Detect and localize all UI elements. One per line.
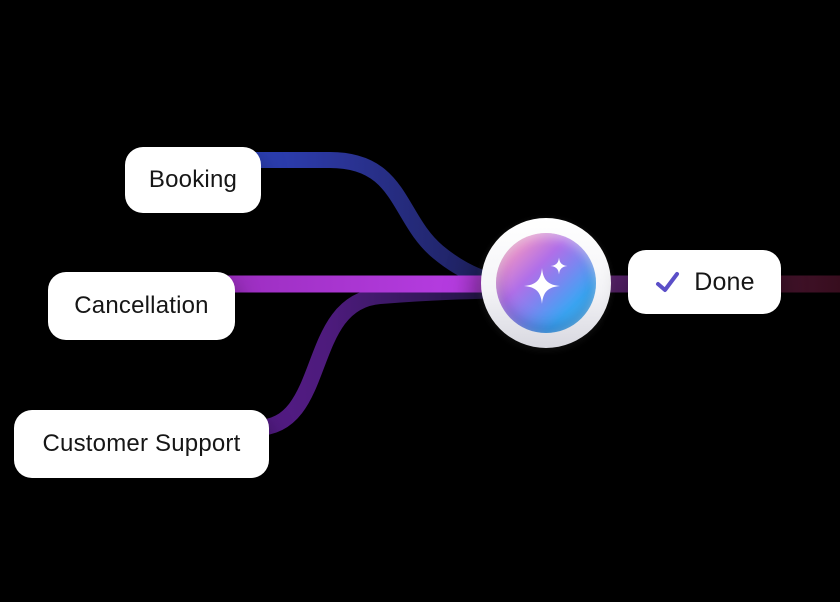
node-booking: Booking: [125, 147, 261, 213]
node-customer-support: Customer Support: [14, 410, 269, 478]
node-done-label: Done: [694, 267, 755, 296]
node-done: Done: [628, 250, 781, 314]
ai-hub-gradient: [496, 233, 596, 333]
node-cancellation: Cancellation: [48, 272, 235, 340]
sparkles-icon: [524, 257, 568, 304]
connector-customer-support: [192, 282, 532, 436]
node-cancellation-label: Cancellation: [74, 292, 209, 319]
checkmark-icon: [656, 271, 680, 292]
node-customer-support-label: Customer Support: [42, 430, 241, 457]
node-booking-label: Booking: [148, 166, 238, 193]
ai-hub: [481, 218, 611, 348]
